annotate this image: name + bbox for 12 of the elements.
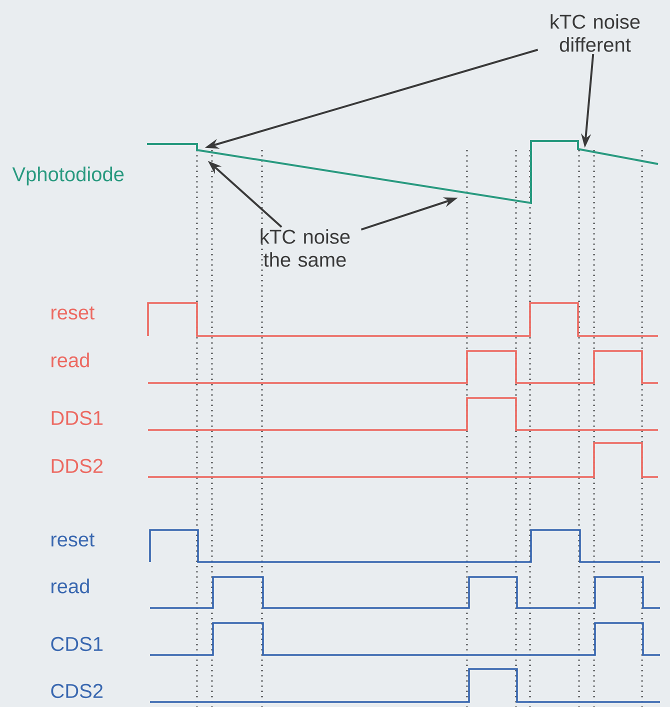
callout-text: kTC noise different bbox=[550, 14, 640, 52]
signal-label: read bbox=[52, 352, 89, 368]
callout-text: kTC noise the same bbox=[260, 229, 350, 267]
signal-label: CDS1 bbox=[51, 636, 103, 652]
signal-label: CDS2 bbox=[51, 684, 103, 698]
voltage-waveform bbox=[147, 140, 658, 204]
signal-label: reset bbox=[52, 306, 94, 320]
signal-label: DDS1 bbox=[52, 410, 103, 426]
signal-label: Vphotodiode bbox=[12, 166, 124, 186]
signal-label: reset bbox=[52, 533, 94, 547]
signal-label: read bbox=[52, 578, 89, 594]
signal-label: DDS2 bbox=[52, 458, 103, 474]
